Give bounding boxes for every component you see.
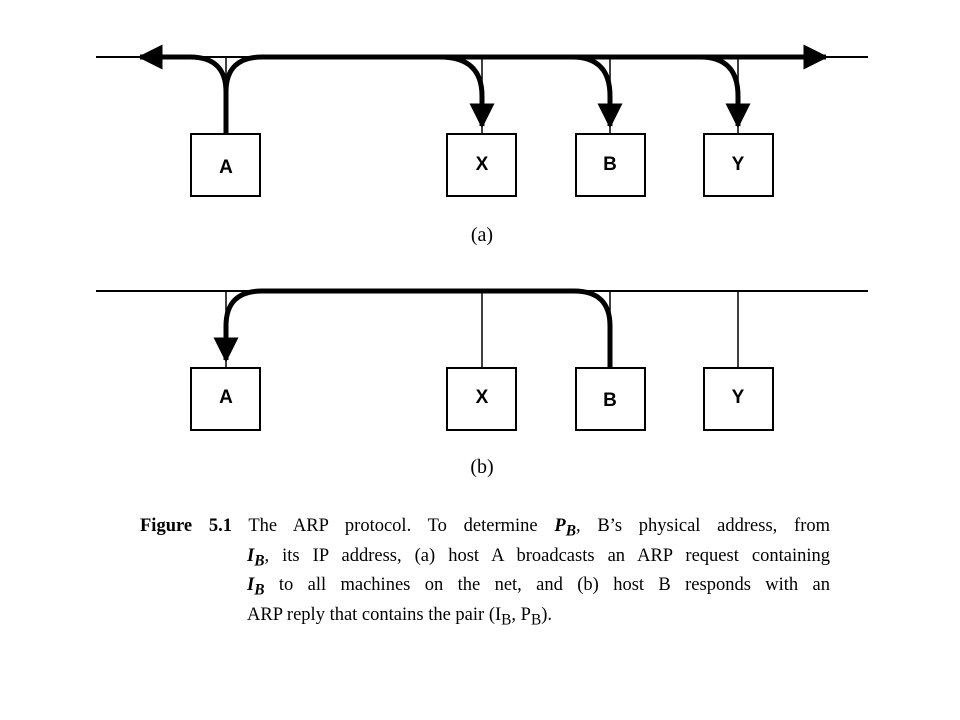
host-label-y: Y [732,387,745,408]
host-box-a [190,367,261,431]
broadcast-right-path [223,44,829,93]
host-box-x [446,367,517,431]
caption-sub-1: B [501,611,512,629]
caption-line-3: IB to all machines on the net, and (b) h… [140,573,830,603]
caption-var-ib-1: IB [247,545,265,570]
caption-sub-2: B [530,611,542,629]
caption-var-ib-2: IB [247,575,265,600]
broadcast-left-path [137,44,229,134]
caption-text-2: , its IP address, (a) host A broadcasts … [264,545,830,566]
host-box-y [703,367,774,431]
host-label-x: X [476,387,489,408]
caption-text-4c: ). [541,605,553,626]
host-box-b [575,133,646,197]
caption-text-1b: , B’s physical address, from [575,516,831,536]
host-label-a: A [219,387,233,408]
host-box-a [190,133,261,197]
caption-text-1: The ARP protocol. To determine [248,516,538,536]
figure-caption: Figure 5.1 The ARP protocol. To determin… [140,514,830,633]
host-box-y [703,133,774,197]
caption-line-1: Figure 5.1 The ARP protocol. To determin… [140,514,830,544]
broadcast-drop-y [699,54,751,129]
host-label-a: A [219,157,233,178]
host-label-y: Y [732,154,745,175]
panel-b-label: (b) [470,456,493,478]
caption-text-4b: , P [511,605,531,626]
host-label-x: X [476,154,489,175]
host-label-b: B [603,154,617,175]
host-box-x [446,133,517,197]
caption-var-pb: PB [554,516,576,540]
caption-line-4: ARP reply that contains the pair (IB, PB… [140,603,830,633]
broadcast-drop-b [571,54,623,129]
panel-a-label: (a) [471,224,493,246]
panel-b: A X B Y (b) [96,288,868,478]
figure-label: Figure 5.1 [140,516,232,536]
host-label-b: B [603,390,617,411]
broadcast-drop-x [439,54,495,129]
host-box-b [575,367,646,431]
caption-text-3: to all machines on the net, and (b) host… [278,575,830,596]
caption-text-4: ARP reply that contains the pair (I [247,605,502,626]
reply-path [213,288,613,368]
caption-line-2: IB, its IP address, (a) host A broadcast… [140,544,830,574]
panel-a: A X B Y (a) [96,44,868,246]
